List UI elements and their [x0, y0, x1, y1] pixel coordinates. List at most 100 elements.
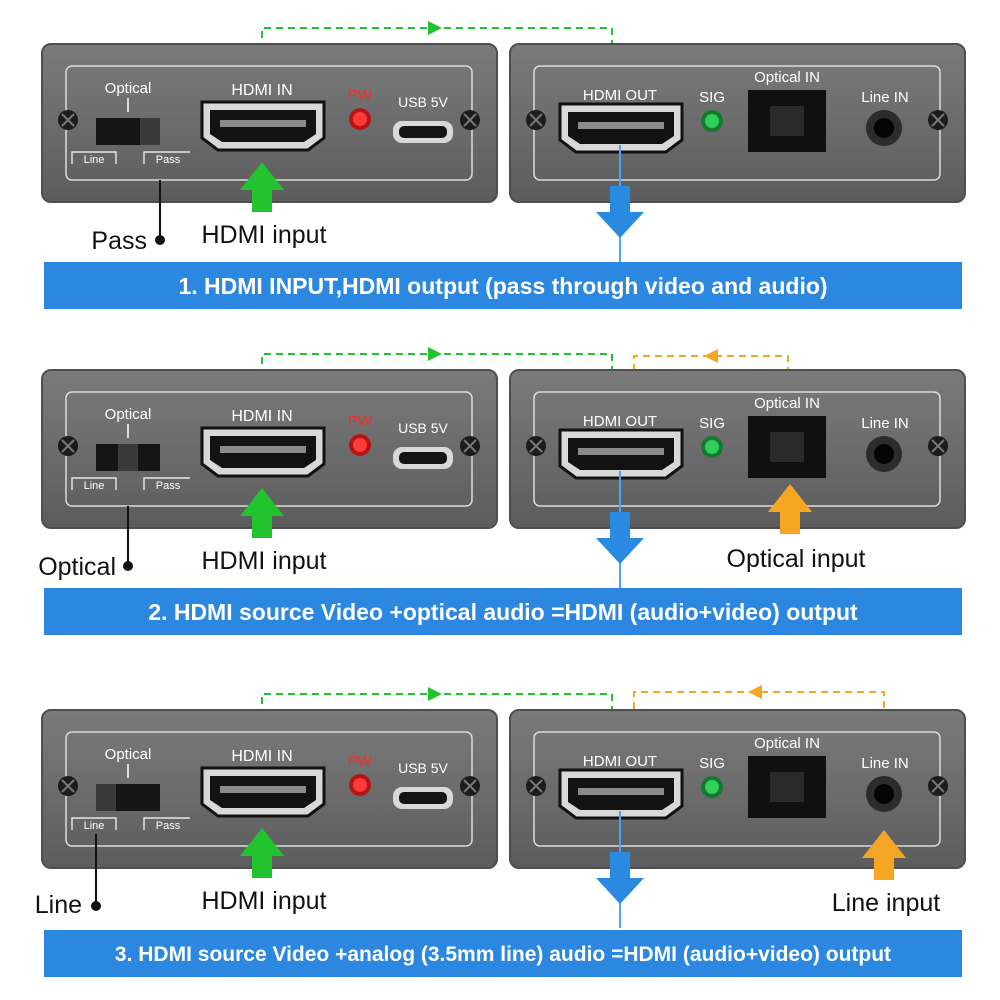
- mode-switch[interactable]: [96, 444, 160, 471]
- output-unit: HDMI OUT SIG Optical IN Line IN: [509, 709, 966, 869]
- hdmi-output-arrow: [596, 186, 644, 238]
- usb-port: [393, 787, 453, 809]
- optical-in-port: [748, 756, 826, 818]
- screw-icon: [928, 776, 948, 796]
- hdmi-output-arrow: [596, 852, 644, 904]
- hdmi-in-label: HDMI IN: [231, 408, 292, 425]
- banner-text: 2. HDMI source Video +optical audio =HDM…: [148, 599, 858, 625]
- pw-led: [349, 434, 371, 456]
- hdmi-in-label: HDMI IN: [231, 748, 292, 765]
- hdmi-out-label: HDMI OUT: [583, 87, 657, 104]
- section-3: Optical Line Pass HDMI IN PW USB 5V: [35, 685, 966, 977]
- pw-label: PW: [348, 753, 373, 770]
- usb-label: USB 5V: [398, 760, 448, 776]
- mode-banner: 3. HDMI source Video +analog (3.5mm line…: [44, 930, 962, 977]
- orange-route-arrowhead: [748, 685, 762, 699]
- green-route-arrowhead: [428, 21, 442, 35]
- usb-port: [393, 121, 453, 143]
- screw-icon: [526, 110, 546, 130]
- usb-label: USB 5V: [398, 94, 448, 110]
- hdmi-in-port: [200, 100, 326, 152]
- line-in-label: Line IN: [861, 89, 909, 106]
- hdmi-input-arrow: [240, 162, 284, 212]
- hdmi-out-port: [558, 102, 684, 154]
- mode-callout: Line: [35, 891, 82, 919]
- green-route-arrowhead: [428, 347, 442, 361]
- green-route-arrowhead: [428, 687, 442, 701]
- pass-switch-label: Pass: [156, 820, 181, 832]
- line-switch-label: Line: [84, 820, 105, 832]
- line-switch-label: Line: [84, 154, 105, 166]
- mode-switch[interactable]: [96, 784, 160, 811]
- audio-input-callout: Line input: [832, 889, 940, 917]
- hdmi-input-callout: HDMI input: [201, 887, 326, 915]
- sig-label: SIG: [699, 755, 725, 772]
- line-in-jack: [866, 436, 902, 472]
- optical-in-label: Optical IN: [754, 69, 820, 86]
- banner-text: 1. HDMI INPUT,HDMI output (pass through …: [178, 273, 827, 299]
- optical-in-port: [748, 90, 826, 152]
- hdmi-input-callout: HDMI input: [201, 221, 326, 249]
- mode-pointer-dot: [123, 561, 133, 571]
- screw-icon: [460, 776, 480, 796]
- optical-switch-label: Optical: [105, 746, 152, 763]
- sig-led: [701, 110, 723, 132]
- sig-label: SIG: [699, 415, 725, 432]
- line-in-jack: [866, 776, 902, 812]
- mode-callout: Optical: [38, 553, 116, 581]
- screw-icon: [460, 110, 480, 130]
- mode-pointer-dot: [91, 901, 101, 911]
- screw-icon: [460, 436, 480, 456]
- optical-in-label: Optical IN: [754, 735, 820, 752]
- pw-led: [349, 774, 371, 796]
- mode-banner: 2. HDMI source Video +optical audio =HDM…: [44, 588, 962, 635]
- screw-icon: [58, 436, 78, 456]
- input-unit: Optical Line Pass HDMI IN PW USB 5V: [41, 43, 498, 203]
- optical-switch-label: Optical: [105, 406, 152, 423]
- line-in-jack: [866, 110, 902, 146]
- line-switch-label: Line: [84, 480, 105, 492]
- hdmi-in-label: HDMI IN: [231, 82, 292, 99]
- section-1: Optical Line Pass HDMI IN PW USB 5V: [41, 21, 966, 309]
- pass-switch-label: Pass: [156, 154, 181, 166]
- screw-icon: [928, 436, 948, 456]
- audio-input-arrow: [768, 484, 812, 534]
- output-unit: HDMI OUT SIG Optical IN Line IN: [509, 369, 966, 529]
- audio-input-arrow: [862, 830, 906, 880]
- section-2: Optical Line Pass HDMI IN PW USB 5V: [38, 347, 966, 635]
- mode-pointer-dot: [155, 235, 165, 245]
- hdmi-in-port: [200, 426, 326, 478]
- hdmi-out-port: [558, 428, 684, 480]
- output-unit: HDMI OUT SIG Optical IN Line IN: [509, 43, 966, 203]
- screw-icon: [58, 776, 78, 796]
- hdmi-input-arrow: [240, 488, 284, 538]
- hdmi-out-label: HDMI OUT: [583, 753, 657, 770]
- hdmi-input-arrow: [240, 828, 284, 878]
- line-in-label: Line IN: [861, 755, 909, 772]
- screw-icon: [58, 110, 78, 130]
- input-unit: Optical Line Pass HDMI IN PW USB 5V: [41, 369, 498, 529]
- hdmi-out-port: [558, 768, 684, 820]
- sig-led: [701, 776, 723, 798]
- sig-label: SIG: [699, 89, 725, 106]
- pass-switch-label: Pass: [156, 480, 181, 492]
- orange-route-arrowhead: [704, 349, 718, 363]
- banner-text: 3. HDMI source Video +analog (3.5mm line…: [115, 943, 891, 966]
- mode-banner: 1. HDMI INPUT,HDMI output (pass through …: [44, 262, 962, 309]
- hdmi-input-callout: HDMI input: [201, 547, 326, 575]
- hdmi-in-port: [200, 766, 326, 818]
- usb-label: USB 5V: [398, 420, 448, 436]
- optical-in-port: [748, 416, 826, 478]
- audio-input-callout: Optical input: [727, 545, 866, 573]
- sig-led: [701, 436, 723, 458]
- pw-label: PW: [348, 413, 373, 430]
- optical-switch-label: Optical: [105, 80, 152, 97]
- screw-icon: [526, 436, 546, 456]
- usb-port: [393, 447, 453, 469]
- pw-led: [349, 108, 371, 130]
- optical-in-label: Optical IN: [754, 395, 820, 412]
- screw-icon: [928, 110, 948, 130]
- hdmi-out-label: HDMI OUT: [583, 413, 657, 430]
- mode-switch[interactable]: [96, 118, 160, 145]
